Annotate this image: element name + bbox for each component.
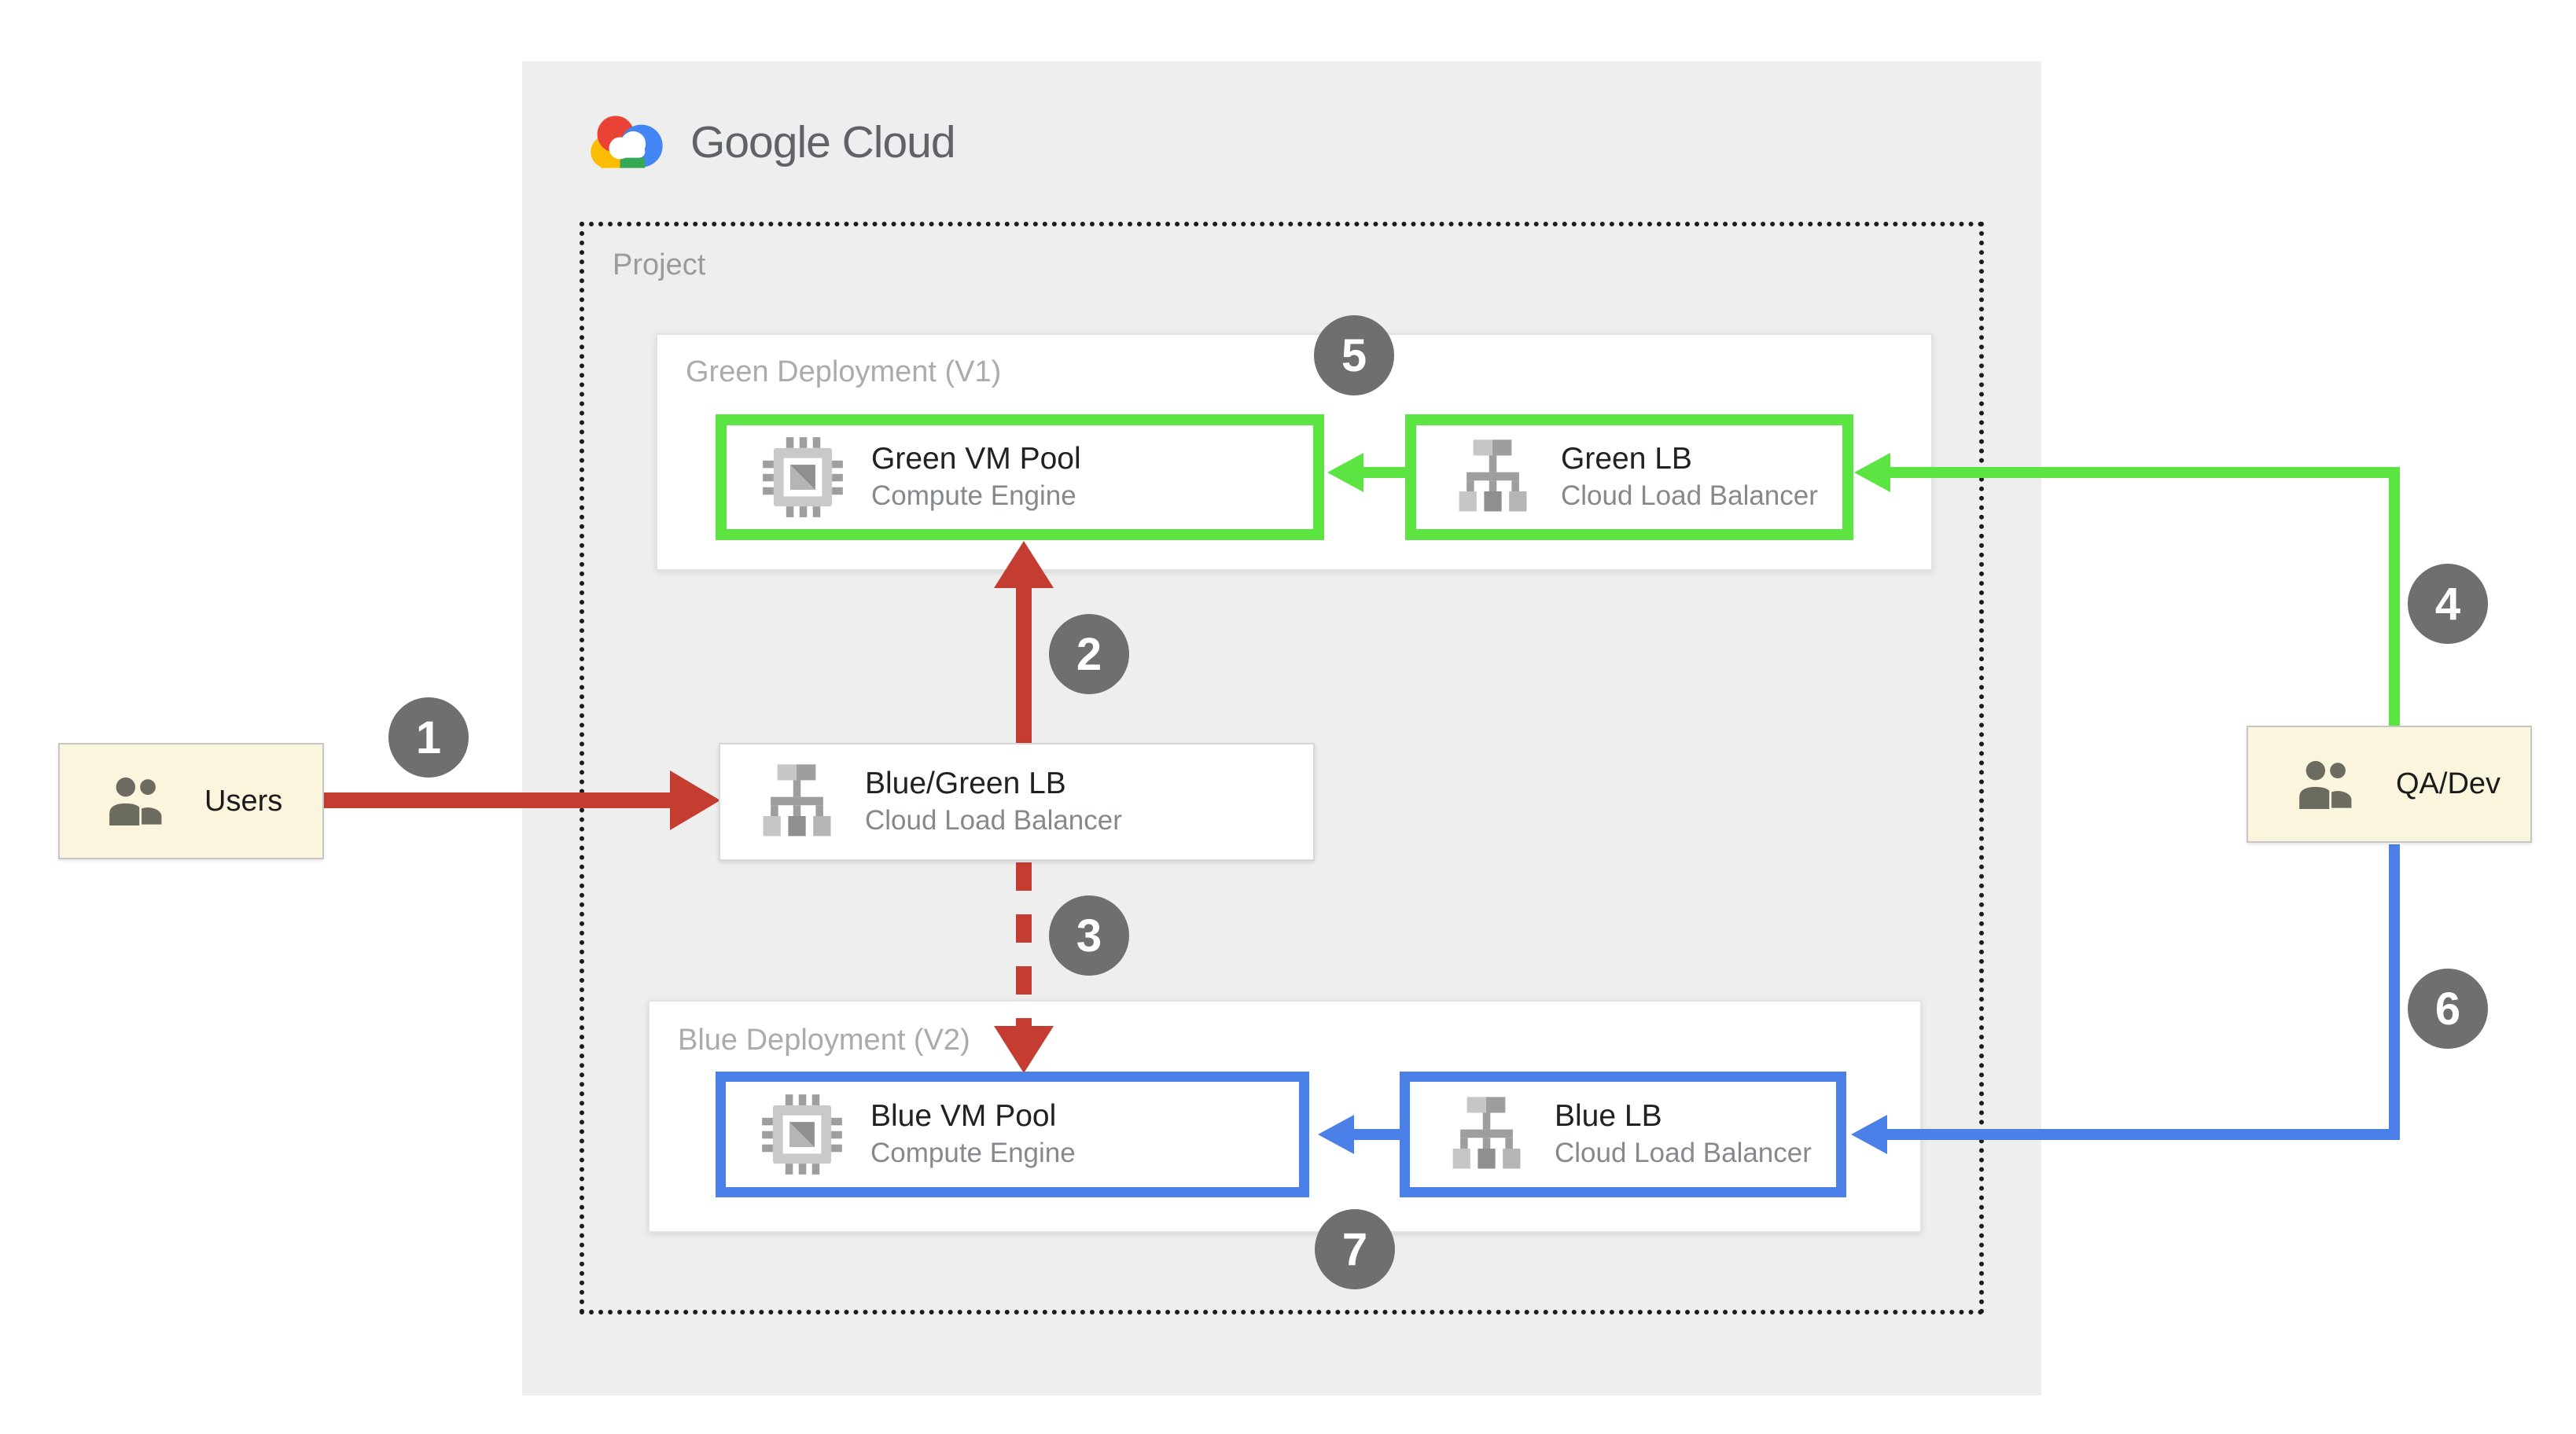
arrow-bg-lb-to-blue-vm-head: [994, 1026, 1054, 1073]
step-badge-6: 6: [2408, 969, 2488, 1049]
node-subtitle: Cloud Load Balancer: [865, 805, 1122, 836]
node-subtitle: Compute Engine: [870, 1138, 1076, 1169]
node-blue-green-lb: Blue/Green LB Cloud Load Balancer: [719, 743, 1315, 861]
arrow-qadev-to-blue-lb-horizontal: [1887, 1129, 2400, 1140]
node-title: Blue/Green LB: [865, 767, 1066, 801]
arrow-green-lb-to-green-vm: [1362, 467, 1406, 478]
users-label: Users: [204, 784, 283, 818]
step-badge-4: 4: [2408, 564, 2488, 644]
step-badge-3: 3: [1049, 895, 1129, 976]
step-badge-7: 7: [1315, 1209, 1395, 1289]
project-label: Project: [613, 248, 706, 281]
arrow-users-to-bg-lb-head: [670, 770, 720, 830]
arrow-qadev-to-green-lb-horizontal: [1889, 467, 2400, 478]
users-icon: [2299, 759, 2354, 810]
google-cloud-logo: Google Cloud: [582, 107, 956, 178]
users-icon: [109, 777, 164, 827]
green-deployment-label: Green Deployment (V1): [686, 355, 1002, 388]
node-blue-lb: Blue LB Cloud Load Balancer: [1400, 1072, 1846, 1197]
load-balancer-icon: [1459, 439, 1527, 512]
compute-engine-icon: [762, 1094, 842, 1175]
arrow-qadev-to-blue-lb-head: [1851, 1115, 1887, 1154]
blue-deployment-label: Blue Deployment (V2): [678, 1024, 970, 1057]
node-subtitle: Compute Engine: [871, 480, 1076, 512]
arrow-qadev-to-green-lb-vertical: [2389, 467, 2400, 728]
node-title: Blue LB: [1555, 1099, 1662, 1134]
arrow-users-to-bg-lb: [324, 792, 675, 808]
node-title: Green VM Pool: [871, 442, 1081, 476]
node-qa-dev: QA/Dev: [2247, 726, 2532, 843]
compute-engine-icon: [763, 437, 843, 517]
node-users: Users: [58, 743, 324, 859]
node-green-lb: Green LB Cloud Load Balancer: [1405, 414, 1853, 540]
node-title: Blue VM Pool: [870, 1099, 1057, 1134]
step-badge-2: 2: [1049, 614, 1129, 694]
load-balancer-icon: [1452, 1097, 1521, 1169]
google-cloud-logo-icon: [591, 116, 663, 168]
arrow-qadev-to-blue-lb-vertical: [2389, 844, 2400, 1140]
google-cloud-logo-text: Google Cloud: [690, 117, 956, 167]
step-badge-5: 5: [1314, 315, 1394, 395]
arrow-blue-lb-to-blue-vm: [1352, 1129, 1400, 1140]
node-subtitle: Cloud Load Balancer: [1555, 1138, 1812, 1169]
node-title: Green LB: [1561, 442, 1692, 476]
node-green-vm-pool: Green VM Pool Compute Engine: [716, 414, 1324, 540]
load-balancer-icon: [763, 764, 831, 836]
step-badge-1: 1: [388, 697, 469, 778]
node-blue-vm-pool: Blue VM Pool Compute Engine: [716, 1072, 1309, 1197]
qa-dev-label: QA/Dev: [2396, 767, 2501, 800]
arrow-bg-lb-to-green-vm-head: [994, 541, 1054, 588]
node-subtitle: Cloud Load Balancer: [1561, 480, 1818, 512]
arrow-bg-lb-to-green-vm: [1016, 585, 1032, 745]
arrow-blue-lb-to-blue-vm-head: [1318, 1115, 1354, 1154]
project-boundary: [580, 222, 1984, 1314]
arrow-green-lb-to-green-vm-head: [1327, 453, 1363, 492]
arrow-qadev-to-green-lb-head: [1854, 453, 1890, 492]
arrow-bg-lb-to-blue-vm-dashed: [1016, 862, 1032, 1029]
